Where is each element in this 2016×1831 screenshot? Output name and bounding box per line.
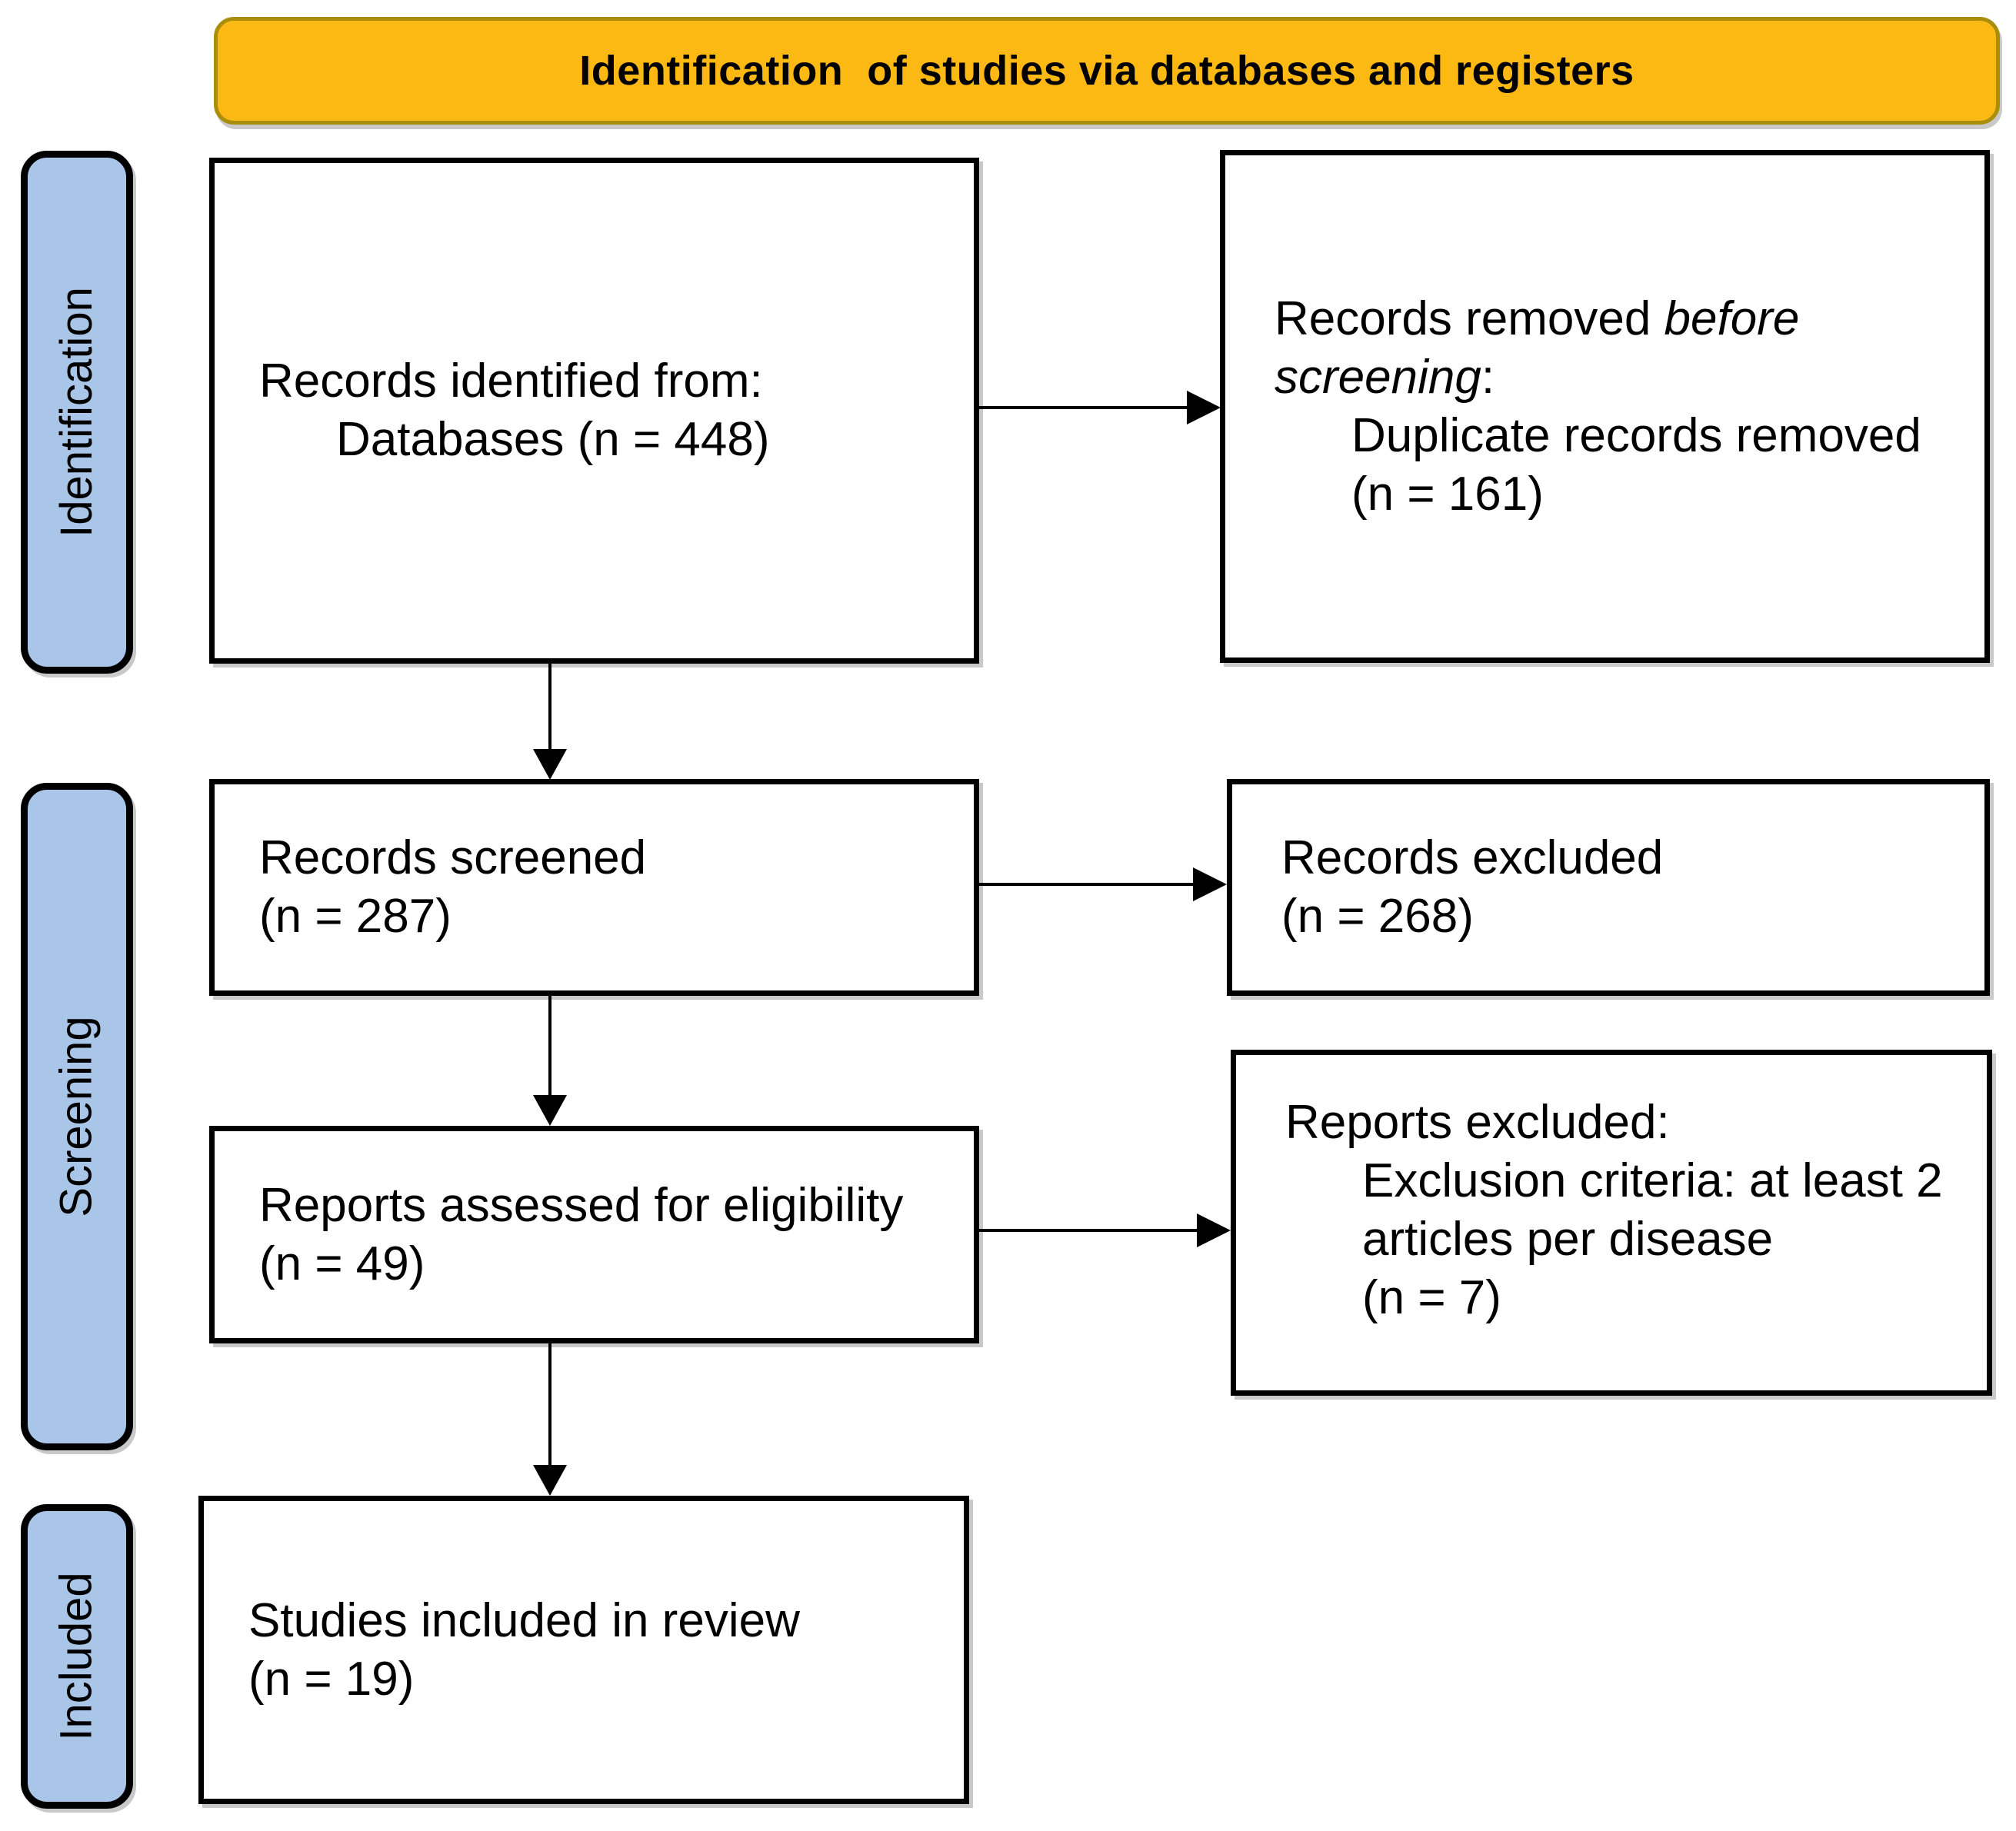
reports-assessed-line1: Reports assessed for eligibility <box>259 1178 904 1232</box>
stage-screening: Screening <box>21 783 133 1450</box>
arrow-line <box>548 996 551 1096</box>
reports-excluded-line3: articles per disease <box>1362 1213 1774 1266</box>
records-removed-line2: Duplicate records removed <box>1351 408 1921 462</box>
arrow-head <box>1193 867 1227 901</box>
title-banner: Identification of studies via databases … <box>214 17 2000 125</box>
arrow-line <box>979 1229 1198 1232</box>
studies-included-line2: (n = 19) <box>248 1652 415 1706</box>
records-screened-line1: Records screened <box>259 831 647 884</box>
arrow-head <box>1197 1213 1231 1247</box>
stage-included-label: Included <box>52 1572 102 1741</box>
box-studies-included: Studies included in review (n = 19) <box>198 1496 969 1804</box>
records-removed-line3: (n = 161) <box>1351 467 1544 521</box>
arrow-line <box>979 883 1195 886</box>
records-identified-line1: Records identified from: <box>259 355 763 408</box>
records-removed-line1-suffix: : <box>1481 350 1495 404</box>
stage-identification-label: Identification <box>52 287 102 538</box>
arrow-line <box>979 406 1188 409</box>
stage-screening-label: Screening <box>52 1016 102 1217</box>
records-removed-line1-italic: before screening <box>1275 291 1800 404</box>
arrow-head <box>533 749 567 780</box>
diagram-title: Identification of studies via databases … <box>579 48 1634 94</box>
box-records-identified: Records identified from: Databases (n = … <box>209 158 979 664</box>
reports-assessed-line2: (n = 49) <box>259 1237 425 1290</box>
stage-included: Included <box>21 1504 133 1809</box>
studies-included-line1: Studies included in review <box>248 1593 800 1647</box>
reports-excluded-line1: Reports excluded: <box>1285 1096 1670 1149</box>
records-screened-line2: (n = 287) <box>259 890 452 943</box>
box-records-removed: Records removed before screening: Duplic… <box>1220 150 1990 663</box>
records-excluded-line1: Records excluded <box>1281 831 1664 884</box>
arrow-line <box>548 1343 551 1466</box>
records-removed-line1: Records removed before screening: <box>1275 290 1932 407</box>
reports-excluded-line4: (n = 7) <box>1362 1271 1501 1324</box>
arrow-line <box>548 664 551 750</box>
arrow-head <box>533 1095 567 1126</box>
arrow-head <box>533 1465 567 1496</box>
records-excluded-line2: (n = 268) <box>1281 890 1474 943</box>
records-removed-line1-prefix: Records removed <box>1275 291 1664 345</box>
box-reports-excluded: Reports excluded: Exclusion criteria: at… <box>1231 1050 1992 1396</box>
arrow-head <box>1187 391 1221 424</box>
box-records-excluded: Records excluded (n = 268) <box>1227 779 1990 996</box>
records-identified-line2: Databases (n = 448) <box>336 413 770 466</box>
box-records-screened: Records screened (n = 287) <box>209 779 979 996</box>
box-reports-assessed: Reports assessed for eligibility (n = 49… <box>209 1126 979 1343</box>
stage-identification: Identification <box>21 151 133 674</box>
reports-excluded-line2: Exclusion criteria: at least 2 <box>1362 1154 1943 1207</box>
